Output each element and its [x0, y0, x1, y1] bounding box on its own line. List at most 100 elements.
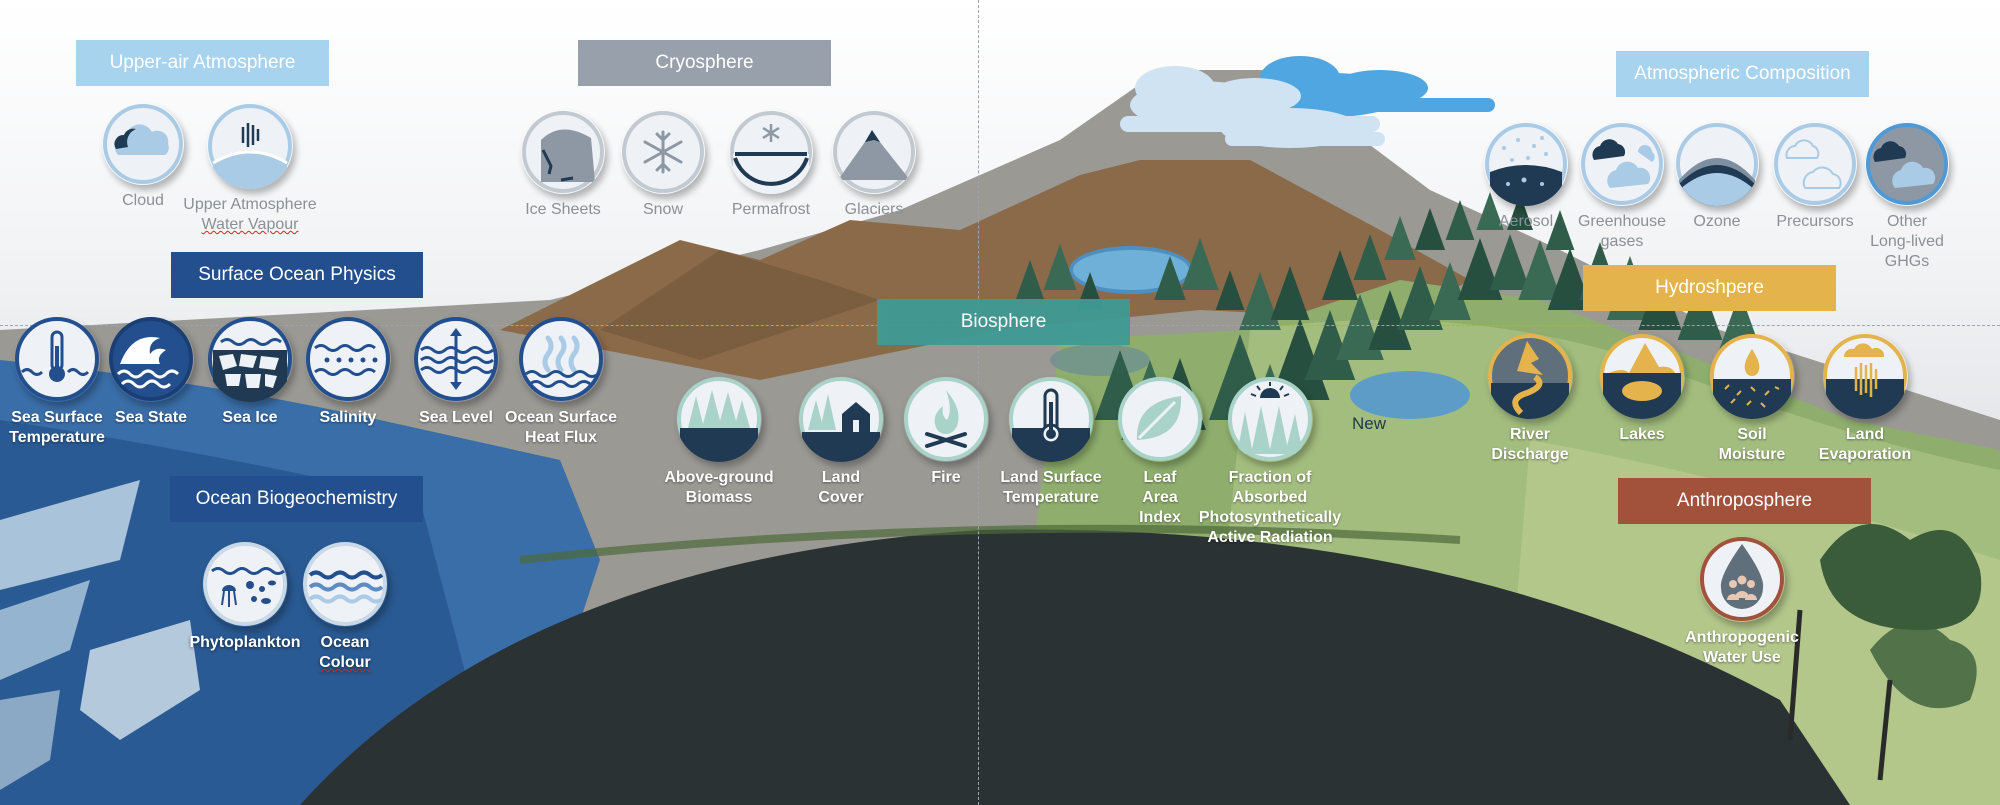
heat-flux-icon: [518, 316, 604, 402]
variable-label: Precursors: [1776, 213, 1854, 230]
variable-label: Soil Moisture: [1718, 426, 1786, 463]
variable-phytoplankton: Phytoplankton: [170, 541, 320, 653]
conifer-tree: [1414, 208, 1446, 250]
variable-label: Sea Level: [419, 409, 493, 426]
snowflake-icon: [621, 110, 705, 194]
conifer-tree: [1507, 194, 1533, 230]
variable-glaciers: Glaciers: [799, 110, 949, 220]
variable-land-surface-temperature: Land Surface Temperature: [976, 376, 1126, 508]
variable-land-evaporation: Land Evaporation: [1790, 333, 1940, 465]
variable-ice-sheets: Ice Sheets: [488, 110, 638, 220]
variable-label: Ice Sheets: [525, 201, 601, 218]
greenhouse-gas-icon: [1580, 122, 1664, 206]
variable-label: Other Long-lived GHGs: [1870, 213, 1944, 270]
banner-cryosphere: Cryosphere: [578, 40, 831, 86]
variable-label: Aerosol: [1498, 213, 1554, 230]
variable-label: Sea State: [114, 409, 188, 426]
conifer-tree: [1476, 192, 1504, 230]
variable-label: Ozone: [1693, 213, 1741, 230]
water-drop-people-icon: [1699, 536, 1785, 622]
variable-label: Land Surface Temperature: [1000, 469, 1102, 506]
river-icon: [1487, 333, 1573, 419]
variable-anthropogenic-water-use: Anthropogenic Water Use: [1667, 536, 1817, 668]
variable-snow: Snow: [588, 110, 738, 220]
conifer-tree: [1154, 256, 1186, 300]
ice-sheet-icon: [521, 110, 605, 194]
cloud-icon: [102, 103, 184, 185]
conifer-tree: [1270, 266, 1310, 320]
conifer-tree: [1322, 250, 1358, 300]
variable-label: Sea Ice: [222, 409, 278, 426]
variable-aerosol: Aerosol: [1451, 122, 1601, 232]
variable-sea-level: Sea Level: [381, 316, 531, 428]
land-thermometer-icon: [1008, 376, 1094, 462]
variable-label: Sea Surface Temperature: [9, 409, 105, 446]
leaf-icon: [1117, 376, 1203, 462]
conifer-tree: [1445, 200, 1475, 240]
variable-leaf-area-index: Leaf Area Index: [1085, 376, 1235, 528]
variable-above-ground-biomass: Above-ground Biomass: [644, 376, 794, 508]
variable-river-discharge: River Discharge: [1455, 333, 1605, 465]
variable-lakes: Lakes: [1567, 333, 1717, 445]
variable-permafrost: Permafrost: [696, 110, 846, 220]
banner-biosphere: Biosphere: [877, 299, 1130, 345]
conifer-tree: [1518, 240, 1562, 300]
banner-surface-ocean-physics: Surface Ocean Physics: [171, 252, 423, 298]
variable-sea-state: Sea State: [76, 316, 226, 428]
variable-label: Salinity: [319, 409, 377, 426]
variable-label-line-2: Water Vapour: [201, 216, 299, 233]
long-lived-ghg-icon: [1865, 122, 1949, 206]
variable-label: Fire: [931, 469, 961, 486]
house-trees-icon: [798, 376, 884, 462]
banner-upper-air-atmosphere: Upper-air Atmosphere: [76, 40, 329, 86]
sun-forest-icon: [1227, 376, 1313, 462]
variable-label: Phytoplankton: [189, 634, 301, 651]
variable-label: Snow: [642, 201, 684, 218]
new-annotation: New: [1352, 414, 1387, 433]
variable-ocean-surface-heat-flux: Ocean Surface Heat Flux: [486, 316, 636, 448]
variable-label: Cloud: [122, 192, 164, 209]
variable-label: Glaciers: [844, 201, 904, 218]
sea-ice-icon: [207, 316, 293, 402]
conifer-tree: [1457, 238, 1503, 300]
banner-hydrosphere: Hydroshpere: [1583, 265, 1836, 311]
variable-label: Above-ground Biomass: [664, 469, 774, 506]
conifer-tree: [1181, 238, 1219, 290]
evaporation-icon: [1822, 333, 1908, 419]
variable-label: River Discharge: [1491, 426, 1569, 463]
variable-label: Ocean Surface Heat Flux: [504, 409, 618, 446]
variable-fapar: Fraction of Absorbed Photosynthetically …: [1195, 376, 1345, 548]
variable-other-long-lived-ghgs: Other Long-lived GHGs: [1832, 122, 1982, 272]
ocean-colour-icon: [302, 541, 388, 627]
soil-moisture-icon: [1709, 333, 1795, 419]
conifer-tree: [1545, 210, 1575, 250]
variable-label-line-1: Upper Atmosphere: [183, 196, 317, 213]
conifer-tree: [1368, 290, 1412, 350]
conifer-tree: [1384, 216, 1416, 260]
aerosol-icon: [1484, 122, 1568, 206]
conifer-tree: [1043, 244, 1077, 290]
banner-anthroposphere: Anthroposphere: [1618, 478, 1871, 524]
precursors-icon: [1773, 122, 1857, 206]
water-vapour-icon: [207, 103, 293, 189]
variable-label-line-2: Colour: [319, 654, 371, 671]
phytoplankton-icon: [202, 541, 288, 627]
conifer-tree: [1239, 272, 1281, 330]
lake-icon: [1599, 333, 1685, 419]
sea-level-icon: [413, 316, 499, 402]
variable-label: Fraction of Absorbed Photosynthetically …: [1198, 469, 1342, 546]
conifer-tree: [1353, 234, 1387, 280]
variable-label: Land Cover: [818, 469, 864, 506]
variable-label: Land Evaporation: [1818, 426, 1912, 463]
banner-atmospheric-composition: Atmospheric Composition: [1616, 51, 1869, 97]
variable-label: Lakes: [1619, 426, 1665, 443]
variable-label: Anthropogenic Water Use: [1685, 629, 1799, 666]
glacier-icon: [832, 110, 916, 194]
variable-cloud: Cloud: [68, 103, 218, 211]
